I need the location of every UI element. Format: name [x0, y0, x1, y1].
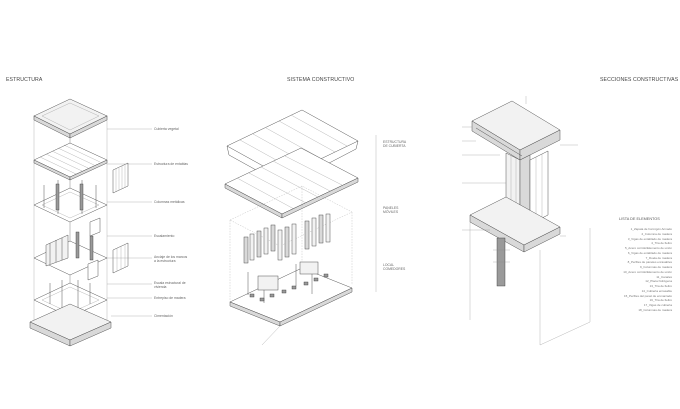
- legend-item: 17_Vigas de cubierta: [643, 303, 672, 307]
- legend-item: 16_Tira de fieltro: [649, 298, 672, 303]
- legend-item: 9_Columnas de madera: [639, 265, 672, 269]
- side-panels: [87, 162, 129, 281]
- legend-item: 1_Zapata de hormigón Armado: [630, 227, 672, 231]
- slatted-roof-structure: [33, 142, 108, 181]
- legend-item: 6_Vigas de entablado de madera: [627, 250, 672, 255]
- seccion-constructiva-drawing: [462, 96, 591, 346]
- level-middle-frame: [33, 231, 108, 276]
- movable-panels: [243, 213, 331, 264]
- legend-item: 2_Columna de madera: [641, 231, 672, 236]
- legend-item: 15_Perfiles del panel de enmarcado: [623, 293, 672, 298]
- legend-item: 11_Canales: [656, 274, 672, 279]
- legend-item: 10_Acero corrido/Elemento de unión: [623, 269, 672, 274]
- legend-item: 4_Tira de fieltro: [651, 241, 672, 246]
- legend-item: 12_Placa hidrógena: [645, 279, 672, 284]
- legend-item: 7_Duela de madera: [645, 255, 672, 260]
- estructura-label-5: Anclaje de los marcos a la estructura: [154, 255, 188, 264]
- legend-item: 3_Vigas de entablado de madera: [627, 236, 672, 241]
- estructura-title: ESTRUCTURA: [6, 77, 43, 83]
- estructura-label-4: Escalamiento: [154, 234, 175, 238]
- estructura-label-3: Columnas metálicas: [154, 200, 185, 204]
- estructura-label-1: Cubierta vegetal: [154, 127, 179, 131]
- sistema-constructivo-axonometric: [224, 109, 377, 346]
- dining-floor-level: [229, 261, 353, 346]
- legend-item: 13_Tira de fieltro: [649, 284, 672, 288]
- legend-item: 8_Perfiles de paneles enrasables: [627, 260, 672, 265]
- sistema-constructivo-title: SISTEMA CONSTRUCTIVO: [287, 77, 355, 83]
- estructura-label-7: Entrepiso de madera: [154, 296, 186, 300]
- foundation: [29, 303, 112, 347]
- level-upper-frame: [33, 180, 108, 223]
- secciones-constructivas-title: SECCIONES CONSTRUCTIVAS: [600, 77, 679, 83]
- sistema-label-local-comedores: LOCAL COMEDORES: [383, 263, 406, 272]
- legend-item: 14_Cubierta enrasable: [641, 288, 672, 293]
- sistema-label-estructura-cubierta: ESTRUCTURA DE CUBIERTA: [383, 140, 406, 149]
- estructura-label-2: Estructura de entablas: [154, 162, 188, 166]
- legend-item: 18_Columnas de madera: [638, 307, 672, 312]
- estructura-label-8: Cimentación: [154, 314, 173, 318]
- estructura-label-6: Escala estructural de vivienda: [154, 281, 186, 290]
- legend-title: LISTA DE ELEMENTOS: [619, 217, 660, 221]
- estructura-exploded-axonometric: [29, 98, 152, 347]
- sistema-label-paneles-moviles: PANELES MÓVILES: [383, 206, 399, 215]
- legend-item: 5_Acero corrido/Elemento de unión: [624, 246, 672, 250]
